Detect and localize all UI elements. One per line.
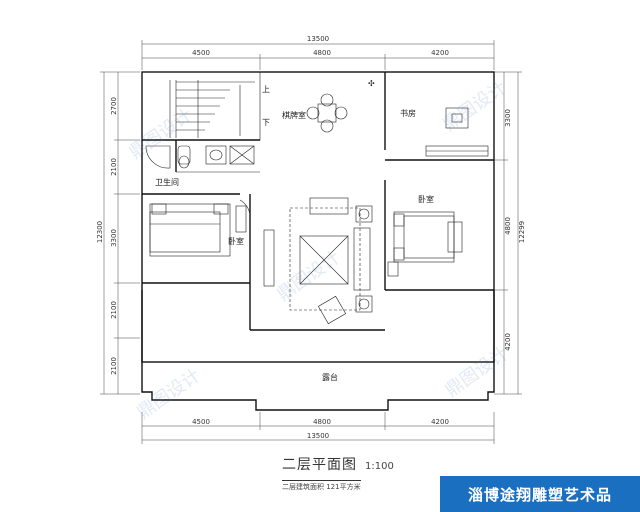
bottom-total-label: 13500 xyxy=(307,432,329,440)
left-total-label: 12300 xyxy=(96,221,104,243)
top-seg-2: 4800 xyxy=(313,49,331,57)
living-area xyxy=(263,197,373,325)
brand-banner: 淄博途翔雕塑艺术品 xyxy=(440,476,640,512)
right-dimension: 3300 4800 4200 12299 xyxy=(494,71,526,395)
left-seg-2: 2100 xyxy=(110,158,118,176)
bottom-dimension: 4500 4800 4200 13500 xyxy=(141,412,495,444)
chess-room-table: 棋牌室 ✣ xyxy=(282,79,375,133)
interior-walls xyxy=(141,71,494,331)
plan-scale: 1:100 xyxy=(365,461,394,472)
right-total-label: 12299 xyxy=(518,221,526,243)
left-seg-5: 2100 xyxy=(110,357,118,375)
left-dimension: 12300 2700 2100 3300 2100 2100 xyxy=(96,71,140,395)
left-seg-4: 2100 xyxy=(110,301,118,319)
right-seg-2: 4800 xyxy=(504,217,512,235)
study-room: 书房 xyxy=(400,107,489,157)
staircase: 上 下 xyxy=(169,80,270,138)
bathroom-label: 卫生间 xyxy=(155,177,179,187)
bedroom-left-label: 卧室 xyxy=(228,236,244,246)
bedroom-right-label: 卧室 xyxy=(418,194,434,204)
left-seg-1: 2700 xyxy=(110,97,118,115)
right-seg-1: 3300 xyxy=(504,109,512,127)
stair-up-label: 上 xyxy=(262,85,270,94)
title-block: 二层平面图 1:100 xyxy=(282,454,422,474)
bottom-seg-3: 4200 xyxy=(431,418,449,426)
top-seg-3: 4200 xyxy=(431,49,449,57)
bottom-seg-2: 4800 xyxy=(313,418,331,426)
bottom-seg-1: 4500 xyxy=(192,418,210,426)
terrace-label: 露台 xyxy=(322,372,338,382)
brand-text: 淄博途翔雕塑艺术品 xyxy=(467,485,612,504)
left-seg-3: 3300 xyxy=(110,229,118,247)
outer-walls xyxy=(141,71,495,411)
top-dimension: 13500 4500 4800 4200 xyxy=(141,35,495,70)
plan-title: 二层平面图 xyxy=(282,457,357,473)
right-seg-3: 4200 xyxy=(504,333,512,351)
bathroom-fixtures: 卫生间 xyxy=(145,145,255,187)
left-bedroom: 卧室 xyxy=(149,199,251,257)
area-note: 二层建筑面积 121平方米 xyxy=(282,480,361,492)
right-bedroom: 卧室 xyxy=(387,194,463,277)
compass-icon: ✣ xyxy=(368,79,375,88)
study-label: 书房 xyxy=(400,108,416,118)
stair-down-label: 下 xyxy=(262,118,270,127)
top-total-label: 13500 xyxy=(307,35,329,43)
top-seg-1: 4500 xyxy=(192,49,210,57)
chess-room-label: 棋牌室 xyxy=(282,110,306,120)
